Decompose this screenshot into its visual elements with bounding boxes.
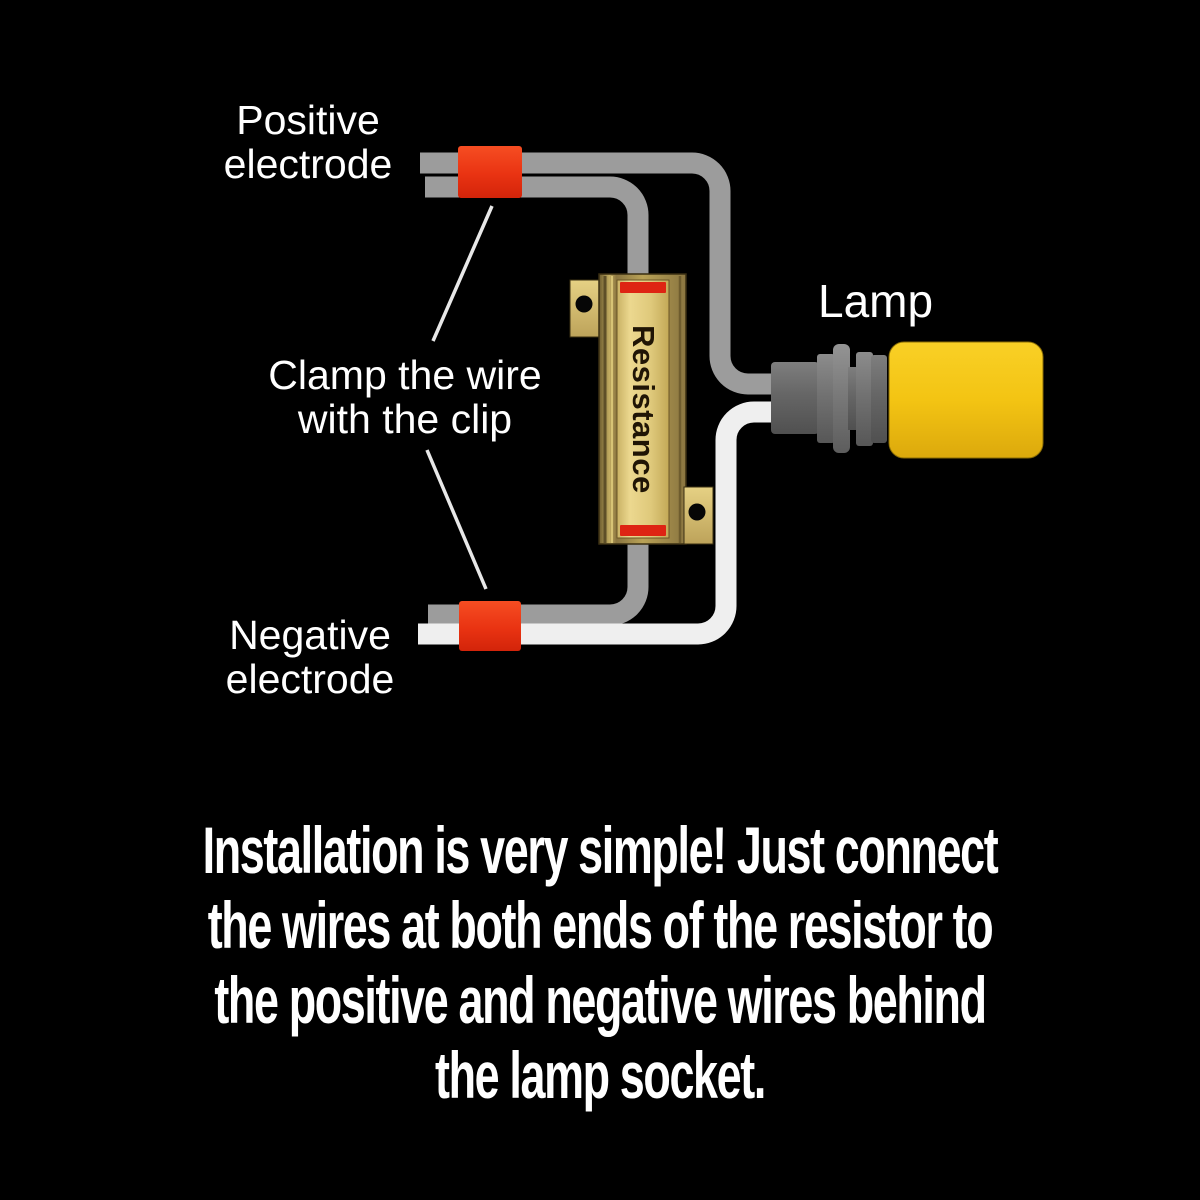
lamp-label: Lamp xyxy=(818,275,934,327)
caption-line-4: the lamp socket. xyxy=(435,1038,766,1112)
negative-wire-clip xyxy=(459,601,521,651)
resistor-face-panel xyxy=(616,279,670,539)
socket-flange xyxy=(833,344,850,453)
leader-line-positive-clip xyxy=(431,205,494,342)
clamp-wire-line1: Clamp the wire xyxy=(268,352,542,398)
leader-line-negative-clip xyxy=(425,449,488,590)
socket-ring-1 xyxy=(817,354,835,443)
annotation-lines xyxy=(425,205,494,590)
positive-electrode-label: Positive electrode xyxy=(128,98,488,186)
lamp-bulb xyxy=(888,341,1044,459)
positive-wire-clip xyxy=(458,146,522,198)
positive-to-lamp-wire-gray xyxy=(420,152,776,395)
socket-ring-2 xyxy=(856,352,873,446)
resistor-mounting-hole-top xyxy=(575,295,593,313)
socket-connector-block xyxy=(771,362,819,434)
negative-electrode-line2: electrode xyxy=(225,656,395,702)
lamp-socket xyxy=(771,344,887,453)
caption-line-2: the wires at both ends of the resistor t… xyxy=(207,888,994,962)
negative-electrode-line1: Negative xyxy=(229,612,391,658)
lamp-to-negative-wire-white xyxy=(418,401,776,645)
installation-caption: Installation is very simple! Just connec… xyxy=(192,813,1008,1113)
socket-ring-3 xyxy=(871,355,887,443)
resistor xyxy=(569,273,714,545)
positive-electrode-line2: electrode xyxy=(223,141,393,187)
resistance-label: Resistance xyxy=(626,325,661,494)
clamp-wire-label: Clamp the wire with the clip xyxy=(225,353,585,441)
positive-electrode-line1: Positive xyxy=(236,97,380,143)
caption-line-1: Installation is very simple! Just connec… xyxy=(202,813,999,887)
resistor-red-stripe-bottom xyxy=(620,525,666,536)
resistor-mounting-hole-bottom xyxy=(688,503,706,521)
socket-neck xyxy=(848,367,858,430)
caption-line-3: the positive and negative wires behind xyxy=(214,963,987,1037)
negative-electrode-label: Negative electrode xyxy=(130,613,490,701)
resistor-red-stripe-top xyxy=(620,282,666,293)
clamp-wire-line2: with the clip xyxy=(297,396,513,442)
